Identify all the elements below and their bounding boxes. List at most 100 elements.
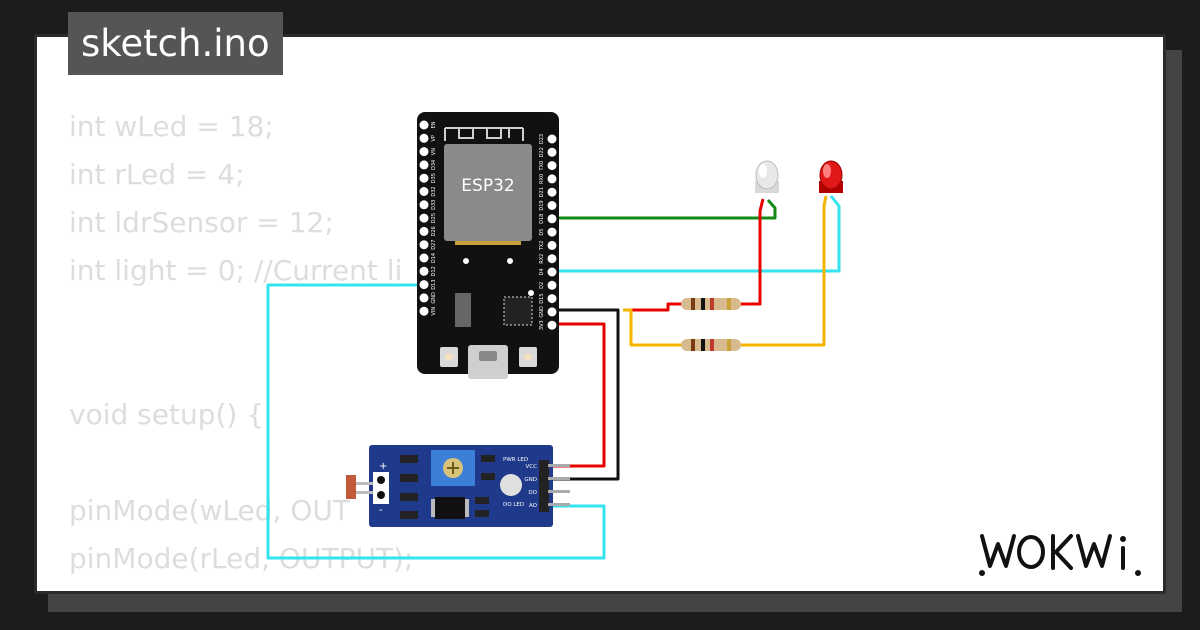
pin-label: D33 [431,200,437,210]
pin-hole[interactable] [419,253,429,263]
sensor-pin-label: DO [528,490,537,496]
pin-hole[interactable] [419,147,429,157]
red-led[interactable] [819,160,843,193]
code-line: int ldrSensor = 12; [69,206,334,239]
wire-red-wled [739,198,765,306]
pin-label: RX0 [539,174,545,184]
wokwi-logo [979,534,1141,576]
pin-label: D12 [431,266,437,276]
pin-label: D2 [539,282,545,289]
pin-hole[interactable] [419,133,429,143]
pin-hole[interactable] [419,120,429,130]
resistor-2[interactable] [681,339,741,351]
sensor-pin-label: VCC [526,464,538,470]
pin-hole[interactable] [419,226,429,236]
esp32-board[interactable]: ESP32 ENVPVND34D35D32D33D25D26D27D14D12D… [417,112,559,379]
code-line: void setup() { [69,398,265,431]
wire-cyan-rled [549,195,841,273]
circuit-diagram: ESP32 ENVPVND34D35D32D33D25D26D27D14D12D… [266,112,843,560]
pin-hole[interactable] [547,280,557,290]
code-line: pinMode(rLed, OUTPUT); [69,542,414,575]
pin-hole[interactable] [547,187,557,197]
pin-label: D25 [431,213,437,223]
pin-label: VIN [431,307,437,316]
pin-label: VN [431,148,437,155]
pin-hole[interactable] [547,267,557,277]
code-background: int wLed = 18; int rLed = 4; int ldrSensor… [69,103,414,591]
pin-label: D34 [431,160,437,170]
pin-hole[interactable] [419,200,429,210]
pin-label: D23 [539,134,545,144]
pin-headers: ENVPVND34D35D32D33D25D26D27D14D12D13GNDV… [419,120,557,330]
wire-red-3v3 [548,322,606,468]
pin-hole[interactable] [547,307,557,317]
wire-yellow-res2 [623,308,683,347]
pin-hole[interactable] [547,240,557,250]
ldr-sensor-module[interactable]: + - PWR LED DO LED VCC GND DO AO [346,445,570,527]
plus-label: + [379,461,387,472]
wire-black-gnd [548,308,620,481]
pin-hole[interactable] [419,213,429,223]
pin-hole[interactable] [547,294,557,304]
pin-hole[interactable] [419,187,429,196]
pin-hole[interactable] [547,161,557,171]
minus-label: - [379,505,383,516]
pin-hole[interactable] [419,306,429,316]
sensor-pin-labels: VCC GND DO AO [524,464,537,509]
pin-hole[interactable] [419,266,429,276]
pin-label: TX2 [539,241,545,252]
pin-label: RX2 [539,254,545,264]
pin-hole[interactable] [547,320,557,330]
pin-hole[interactable] [547,227,557,237]
pin-hole[interactable] [419,280,429,290]
pin-label: D21 [539,187,545,197]
code-line: int light = 0; //Current li [69,254,403,287]
wire-cyan-ldr [266,283,606,560]
pin-label: D19 [539,200,545,210]
code-line: int rLed = 4; [69,158,245,191]
wire-green-wled [549,199,777,220]
pin-hole[interactable] [419,160,429,170]
white-led[interactable] [755,160,779,193]
pin-label: TX0 [539,161,545,172]
chip-label: ESP32 [461,176,514,196]
pin-hole[interactable] [419,293,429,303]
pin-label: GND [539,306,545,318]
pin-hole[interactable] [547,254,557,264]
pin-label: D4 [539,268,545,275]
pin-label: D18 [539,214,545,224]
wire-red-res1 [623,302,683,312]
page-title: sketch.ino [68,12,283,75]
preview-card: int wLed = 18; int rLed = 4; int ldrSensor… [34,34,1166,594]
sensor-pin-label: AO [529,503,538,509]
pin-label: EN [431,121,437,128]
pin-label: D5 [539,229,545,236]
pin-label: 3V3 [539,320,545,330]
code-line: pinMode(wLed, OUT [69,494,350,527]
pin-label: D27 [431,240,437,250]
pin-label: D22 [539,147,545,157]
pin-label: VP [431,135,437,141]
do-led-label: DO LED [503,502,524,508]
pin-hole[interactable] [419,173,429,183]
pin-label: D15 [539,293,545,303]
pin-hole[interactable] [547,201,557,210]
pin-hole[interactable] [547,174,557,184]
pin-label: D13 [431,279,437,289]
pin-hole[interactable] [547,134,557,144]
wire-yellow-rled [739,195,828,347]
code-line: Serial.begin(9600); [69,583,413,591]
pin-hole[interactable] [547,147,557,157]
wires [266,195,841,560]
pin-hole[interactable] [419,240,429,250]
pin-hole[interactable] [547,214,557,224]
sensor-pin-label: GND [524,477,537,483]
pin-label: D14 [431,253,437,263]
resistor-1[interactable] [681,298,741,310]
pwr-led-label: PWR LED [503,457,528,463]
pin-label: D32 [431,186,437,196]
pin-label: GND [431,292,437,304]
pin-label: D35 [431,173,437,183]
chip-gold-pins [455,241,521,245]
code-line: int wLed = 18; [69,110,274,143]
